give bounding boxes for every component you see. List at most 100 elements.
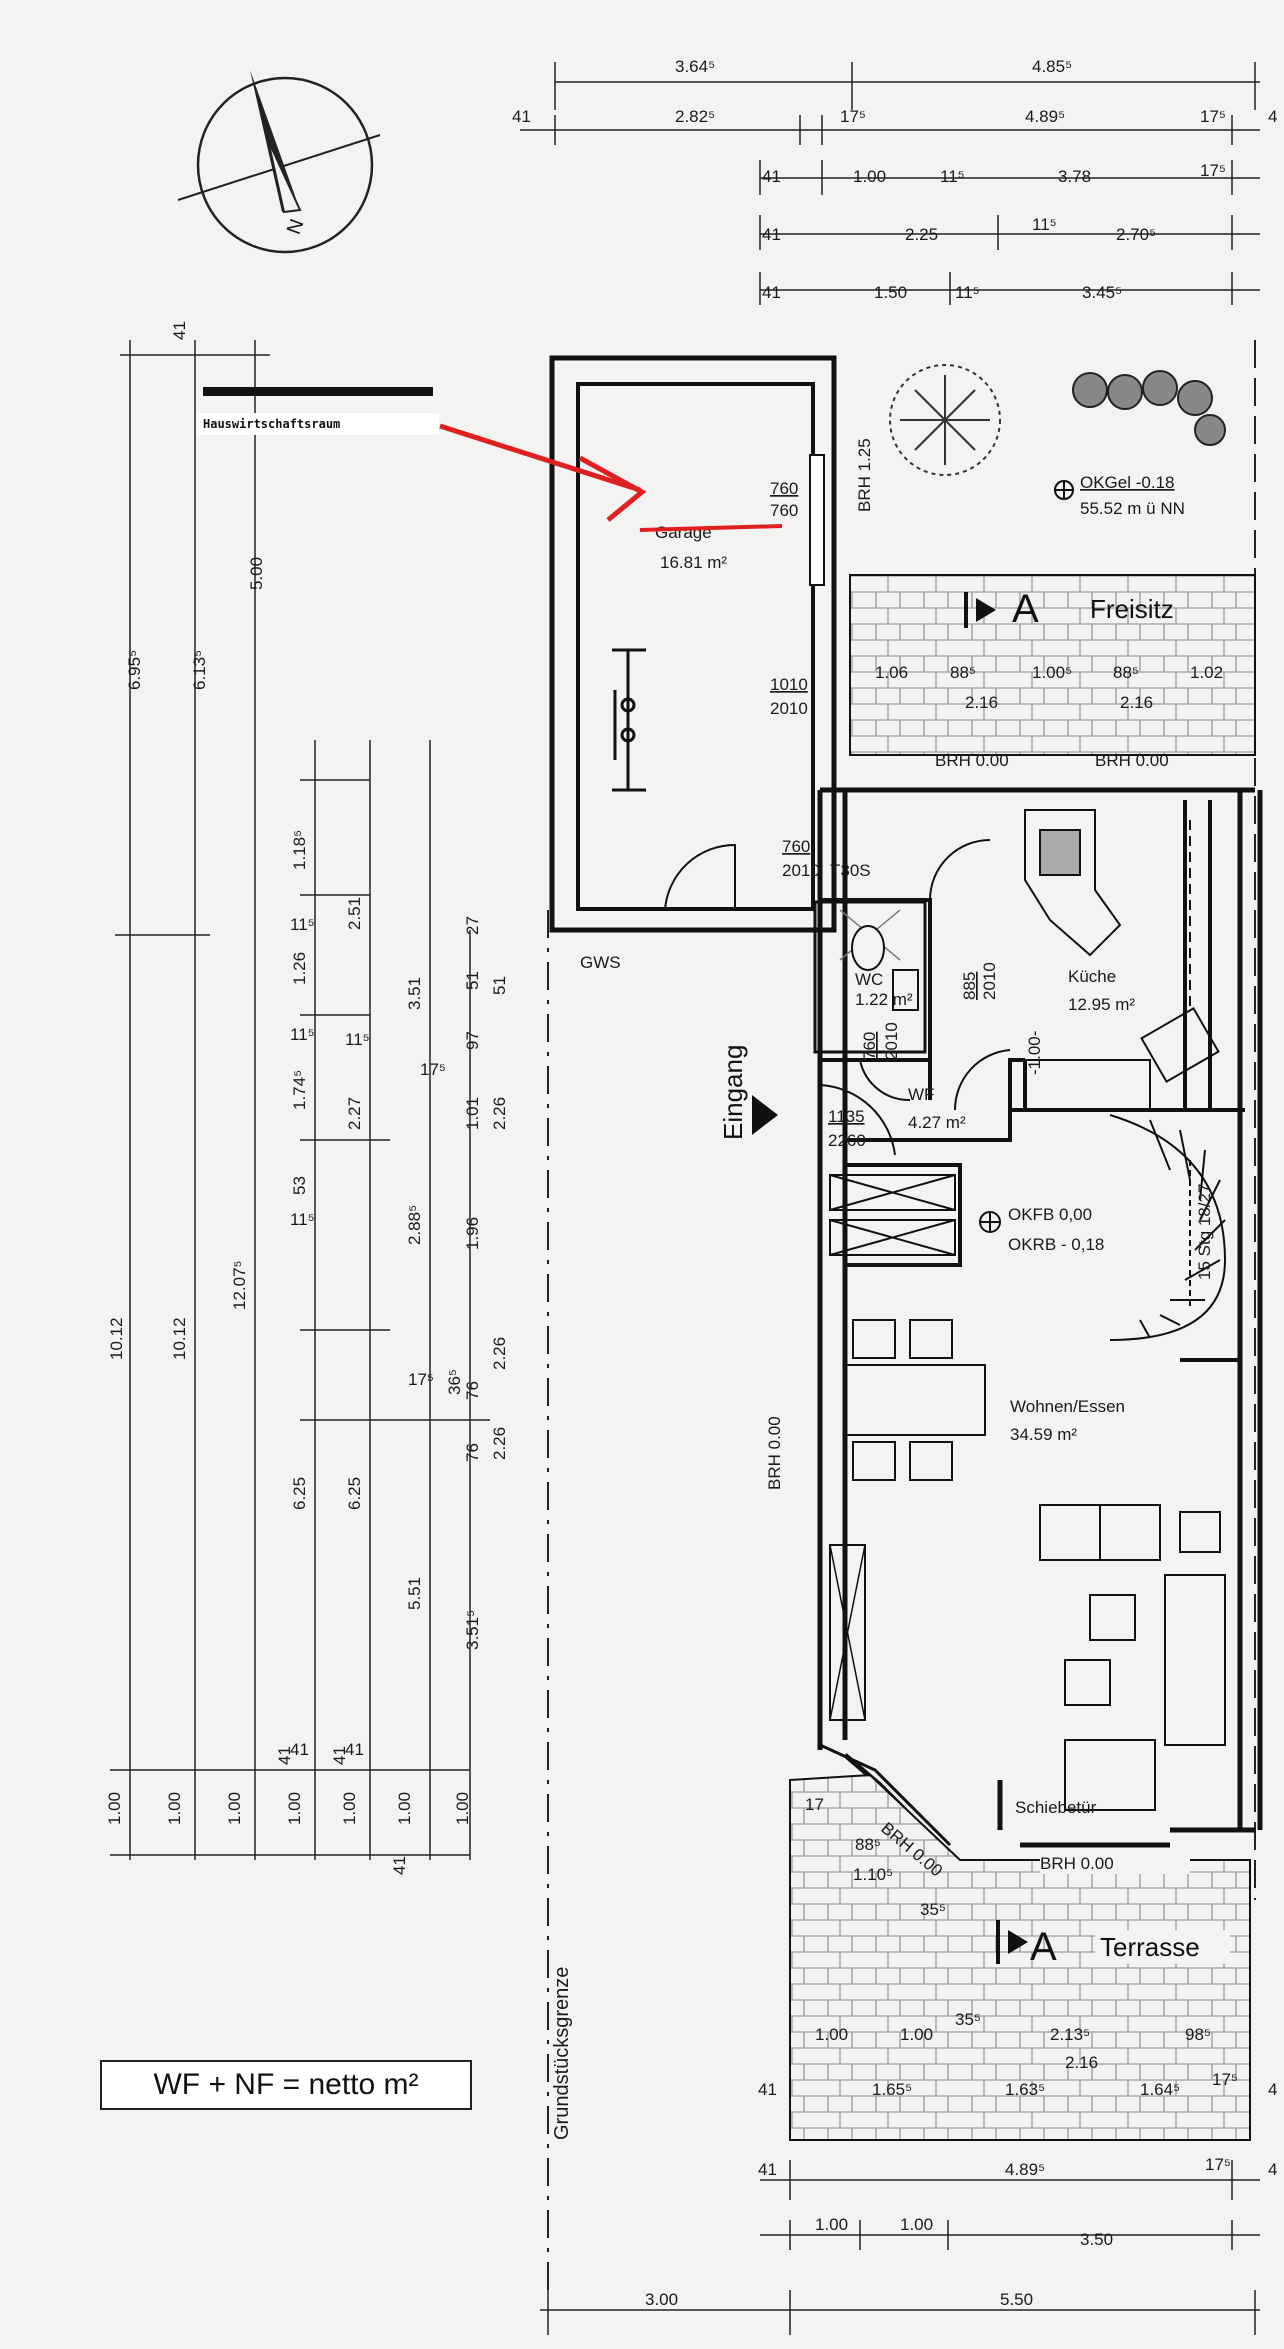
dim-top-5c: 11⁵	[955, 283, 980, 302]
dim-terr-t4: 35⁵	[920, 1900, 946, 1919]
entrance-arrow-icon	[752, 1095, 778, 1135]
dim-left-c13: 2.51	[345, 897, 364, 930]
dim-left-c18: 5.51	[405, 1577, 424, 1610]
dim-left-c28: 2.26	[490, 1337, 509, 1370]
dim-freisitz-7: 1.02	[1190, 663, 1223, 682]
dim-top-1a: 3.64⁵	[675, 57, 715, 76]
brh-freisitz-2: BRH 0.00	[1095, 751, 1169, 770]
dim-left-c15: 2.88⁵	[405, 1205, 424, 1245]
dim-left-b10: 41	[290, 1740, 309, 1759]
dim-left-c26: 97	[463, 1031, 482, 1050]
door-1135-top: 1135	[828, 1107, 865, 1126]
dim-left-b5: 1.00	[340, 1792, 359, 1825]
dim-top-2a: 41	[512, 107, 531, 126]
schiebetuer-label: Schiebetür	[1015, 1798, 1097, 1817]
dim-left-b8: 41	[275, 1746, 294, 1765]
dim-left-c25: 51	[463, 971, 482, 990]
dim-left-c11: 53	[290, 1176, 309, 1195]
compass-needle-icon	[250, 70, 300, 212]
dim-left-c21: 36⁵	[445, 1369, 464, 1395]
wc-area: 1.22 m²	[855, 990, 913, 1009]
door-885-top: 885	[960, 972, 979, 1000]
window-760-top: 760	[770, 479, 798, 498]
compass-needle-tail-icon	[267, 139, 302, 214]
door-760-bot: 2010	[782, 861, 820, 880]
dim-top-3b: 1.00	[853, 167, 886, 186]
dim-left-c5: 10.12	[107, 1317, 126, 1360]
wardrobe-icon	[829, 1174, 956, 1256]
annotation-arrowhead-icon	[578, 455, 647, 522]
level-okgel: OKGel -0.18	[1080, 473, 1175, 492]
dim-left-b1: 1.00	[105, 1792, 124, 1825]
annotation-arrow-icon	[439, 423, 641, 493]
shelf-icon	[829, 1544, 866, 1721]
dim-left-c1: 6.95⁵	[125, 650, 144, 690]
dim-freisitz-4: 1.00⁵	[1032, 663, 1072, 682]
dim-freisitz-6: 2.16	[1120, 693, 1153, 712]
dim-left-c19: 1.01	[463, 1097, 482, 1130]
dim-left-c23: 76	[463, 1443, 482, 1462]
dim-top-5b: 1.50	[874, 283, 907, 302]
dim-left-c36: 17⁵	[420, 1060, 446, 1079]
brh-freisitz-1: BRH 0.00	[935, 751, 1009, 770]
dim-terr-t5: 1.00	[815, 2025, 848, 2044]
dim-left-b9: 41	[330, 1746, 349, 1765]
door-1010-bot: 2010	[770, 699, 808, 718]
shrub-icons	[1072, 370, 1226, 446]
dim-terr-t6: 1.00	[900, 2025, 933, 2044]
dim-left-b3: 1.00	[225, 1792, 244, 1825]
wf-area: 4.27 m²	[908, 1113, 966, 1132]
staircase	[1109, 1114, 1227, 1341]
dim-top-2b: 2.82⁵	[675, 107, 715, 126]
level-marker-okfb	[979, 1211, 1001, 1233]
dim-top-2c: 17⁵	[840, 107, 866, 126]
gws-label: GWS	[580, 953, 621, 972]
dim-left-c14: 2.27	[345, 1097, 364, 1130]
dim-freisitz-3: 2.16	[965, 693, 998, 712]
dim-terr-t11: 41	[758, 2080, 777, 2099]
room-hauswirtschaftsraum: 16.81 m² Garage 760 760 BRH 1.25 GWS	[549, 355, 874, 972]
dim-left-c34: 11⁵	[290, 1210, 315, 1229]
dim-bot-b1: 41	[758, 2160, 777, 2179]
dim-left-c12: 6.25	[290, 1477, 309, 1510]
door-760b-top: 760	[860, 1032, 879, 1060]
dim-left-c35: 11⁵	[345, 1030, 370, 1049]
dim-left-c7: 12.07⁵	[230, 1260, 249, 1310]
garage-area: 16.81 m²	[660, 553, 727, 572]
dim-left-c16: 6.25	[345, 1477, 364, 1510]
section-a-bottom: A	[1030, 1925, 1057, 1969]
dim-terr-t15: 17⁵	[1212, 2070, 1238, 2089]
level-okfb: OKFB 0,00	[1008, 1205, 1092, 1224]
dim-terr-t14: 1.64⁵	[1140, 2080, 1180, 2099]
kueche-area: 12.95 m²	[1068, 995, 1135, 1014]
wf-name: WF	[908, 1085, 934, 1104]
section-a-top: A	[1012, 587, 1039, 631]
dim-bot-b6: 1.00	[900, 2215, 933, 2234]
kueche-name: Küche	[1068, 967, 1116, 986]
dim-left-b4: 1.00	[285, 1792, 304, 1825]
dim-left-b11: 41	[345, 1740, 364, 1759]
sink-icon	[892, 969, 919, 1011]
dim-top-2e: 17⁵	[1200, 107, 1226, 126]
door-760-top: 760	[782, 837, 810, 856]
dim-left-c22: 76	[463, 1381, 482, 1400]
dim-bot-b5: 1.00	[815, 2215, 848, 2234]
dim-left-c29: 2.26	[490, 1427, 509, 1460]
garage-struck-label: Garage	[655, 523, 712, 542]
dim-terr-t1: 17	[805, 1795, 824, 1814]
window-760-bot: 760	[770, 501, 798, 520]
dim-terr-t8: 2.13⁵	[1050, 2025, 1090, 2044]
dim-left-c2: 6.13⁵	[190, 650, 209, 690]
level-nn: 55.52 m ü NN	[1080, 499, 1185, 518]
dim-top-4d: 2.70⁵	[1116, 225, 1156, 244]
dim-top-2f: 4	[1268, 107, 1277, 126]
dim-left-c10: 1.74⁵	[290, 1070, 309, 1110]
dim-left-b2: 1.00	[165, 1792, 184, 1825]
dim-top-4c: 11⁵	[1032, 215, 1057, 234]
wohnen-name: Wohnen/Essen	[1010, 1397, 1125, 1416]
door-1135-bot: 2260	[828, 1131, 866, 1150]
dining-table-icon	[844, 1319, 986, 1481]
dim-top-5a: 41	[762, 283, 781, 302]
dim-left-c37: 17⁵	[408, 1370, 434, 1389]
dim-100: -1.00-	[1025, 1031, 1044, 1075]
